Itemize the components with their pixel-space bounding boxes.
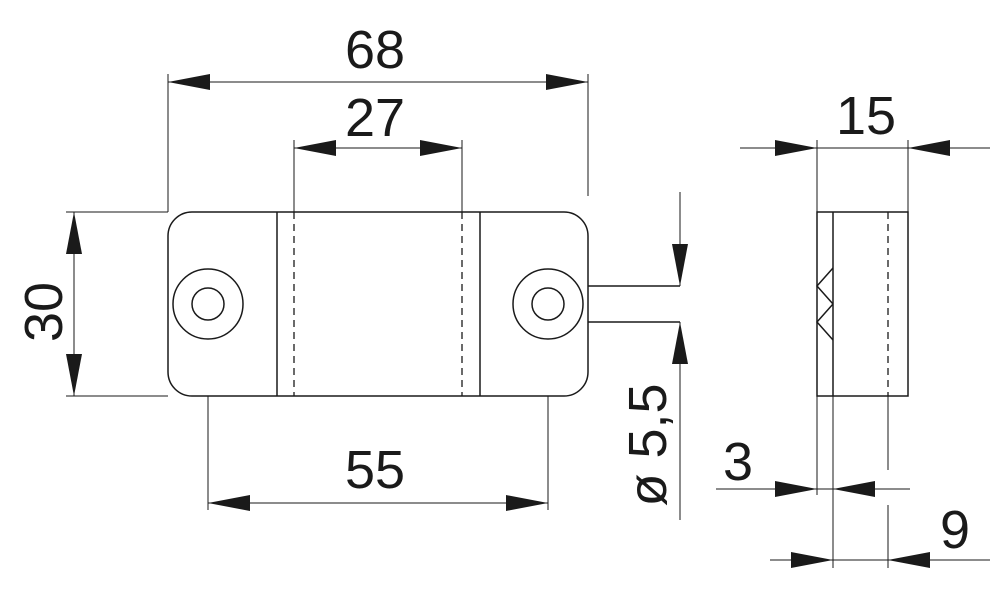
mounting-hole-right-inner — [531, 287, 565, 321]
side-slot-lower — [815, 303, 834, 341]
dim-offset: 3 — [716, 432, 910, 497]
mounting-hole-left-inner — [191, 287, 225, 321]
dim-label-15: 15 — [836, 86, 896, 146]
side-body — [816, 211, 909, 397]
side-slot — [815, 267, 834, 305]
dim-label-68: 68 — [345, 20, 405, 80]
dim-label-30: 30 — [14, 282, 74, 342]
dim-label-55: 55 — [345, 440, 405, 500]
body-outline — [167, 211, 589, 397]
dim-height: 30 — [14, 211, 168, 397]
side-view — [815, 211, 909, 568]
dim-side-depth: 15 — [740, 86, 990, 212]
mounting-hole-right-outer — [512, 268, 584, 340]
dim-label-9: 9 — [940, 500, 970, 560]
dim-label-diameter: ø 5,5 — [618, 383, 678, 506]
dim-overall-length: 68 — [167, 20, 589, 212]
dim-hole-spacing: 55 — [207, 396, 549, 511]
dim-label-27: 27 — [345, 88, 405, 148]
dim-hole-diameter: ø 5,5 — [618, 192, 688, 520]
dim-label-3: 3 — [723, 432, 753, 492]
dim-base: 9 — [770, 500, 990, 568]
dim-center-width: 27 — [293, 88, 463, 212]
mounting-hole-left-outer — [172, 268, 244, 340]
front-view — [167, 211, 680, 397]
